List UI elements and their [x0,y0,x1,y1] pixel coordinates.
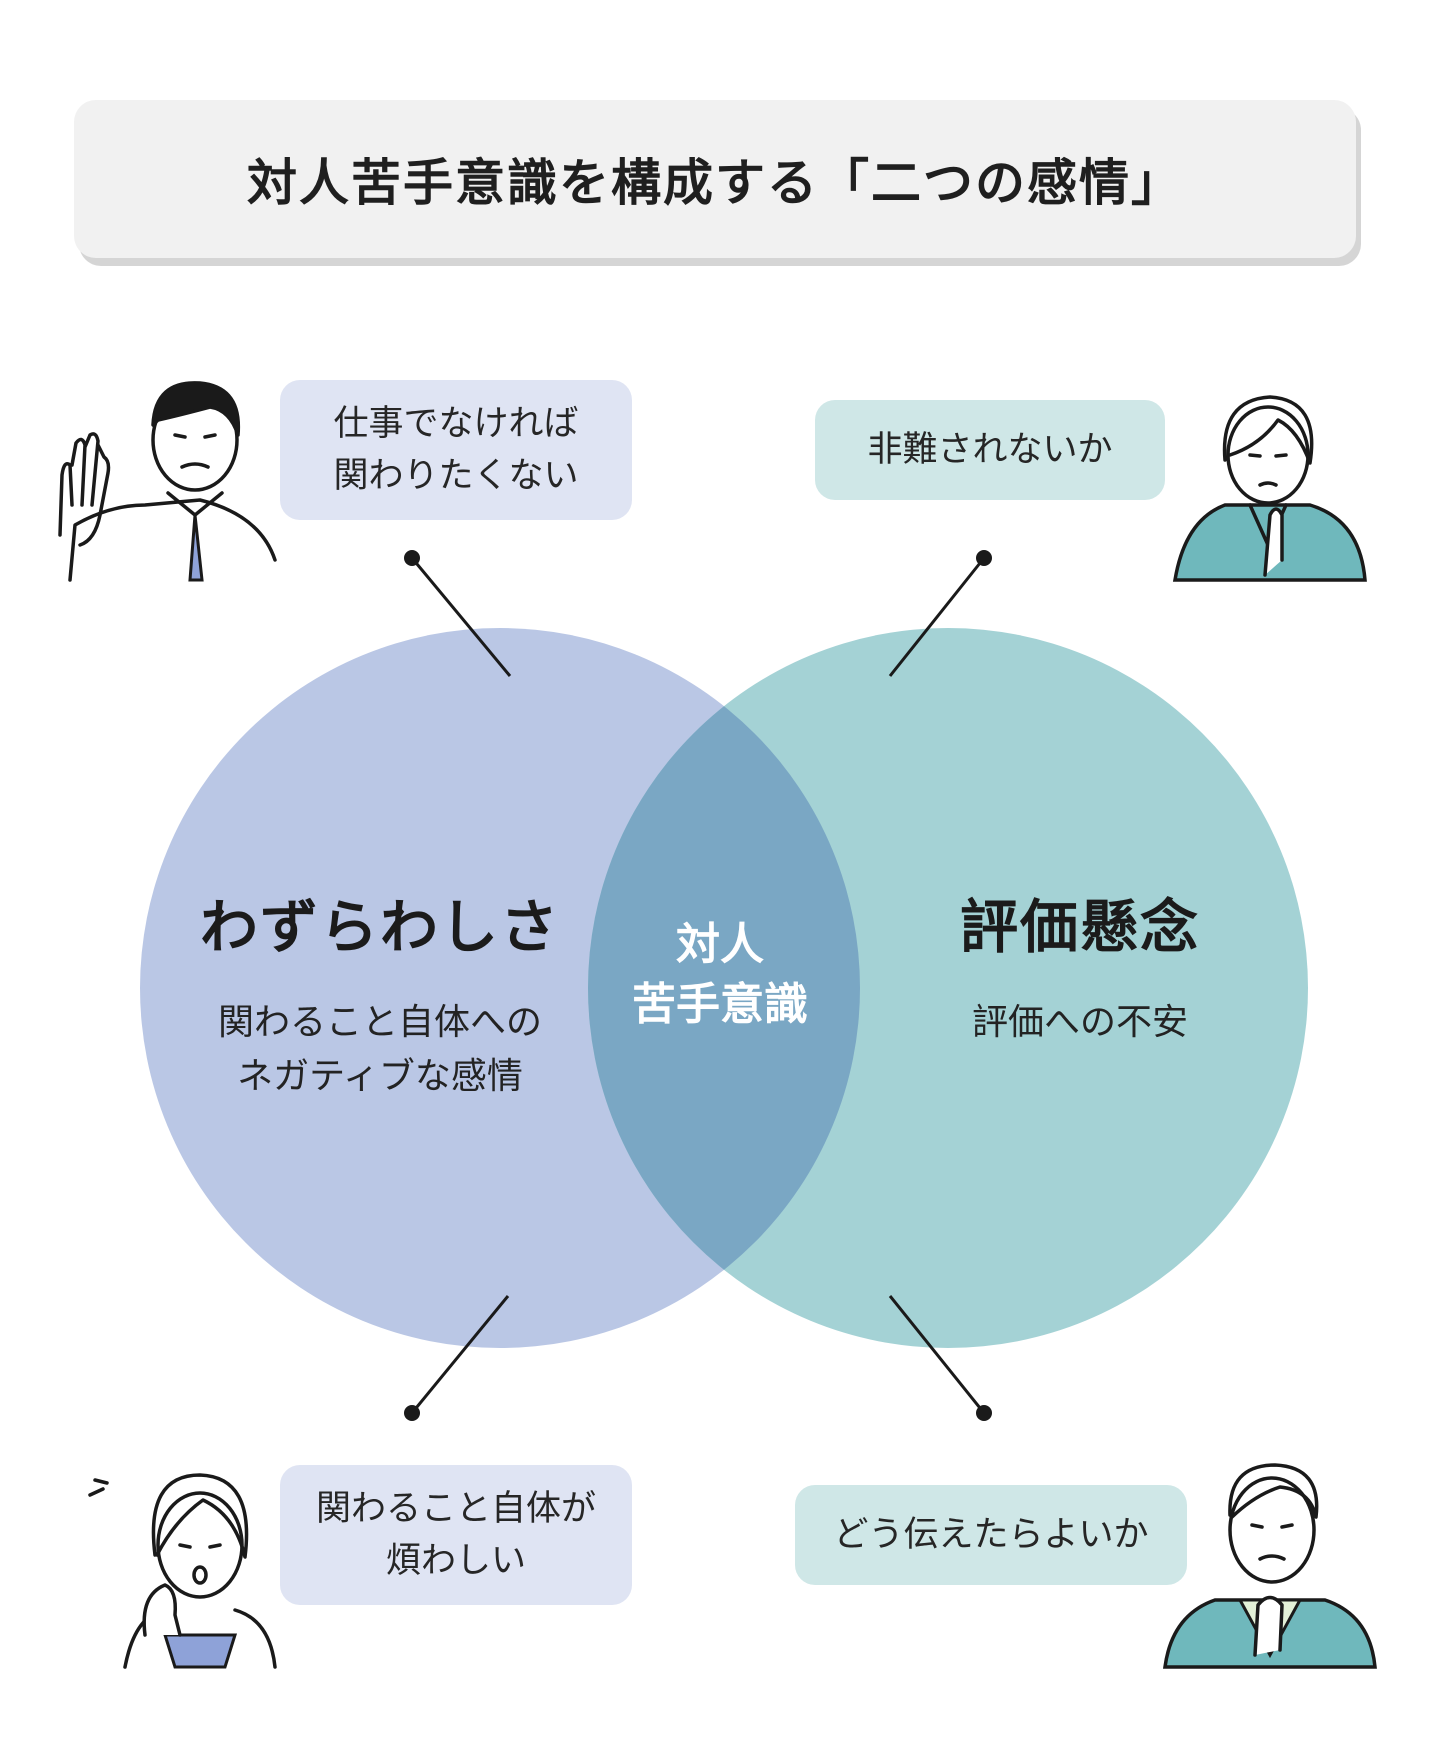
left-circle-subtitle-line: ネガティブな感情 [237,1056,523,1097]
left-circle-label: わずらわしさ 関わること自体への ネガティブな感情 [175,880,585,1104]
bubble-bottom-right: どう伝えたらよいか [795,1485,1187,1585]
page-title: 対人苦手意識を構成する「二つの感情」 [247,154,1183,212]
man-refusing-hand-icon [58,381,277,582]
bubble-bottom-left: 関わること自体が 煩わしい [280,1465,632,1605]
right-circle-label: 評価懸念 評価への不安 [880,880,1280,1050]
bubble-top-left: 仕事でなければ 関わりたくない [280,380,632,520]
left-circle-subtitle-line: 関わること自体への [217,1002,542,1043]
bubble-line: どう伝えたらよいか [833,1515,1149,1555]
connector-top-left [404,550,512,677]
right-circle-title: 評価懸念 [959,893,1200,961]
bubble-line: 関わりたくない [333,456,579,496]
center-label: 対人 苦手意識 [600,915,840,1035]
bubble-line: 仕事でなければ [333,404,579,444]
woman-thinking-icon [1172,395,1367,582]
man-worried-icon [1162,1463,1377,1669]
bubble-top-right: 非難されないか [815,400,1165,500]
center-label-line: 対人 [676,919,764,970]
right-circle-subtitle-line: 評価への不安 [971,1002,1188,1043]
left-circle-title: わずらわしさ [199,893,560,961]
title-banner: 対人苦手意識を構成する「二つの感情」 [74,100,1356,258]
woman-troubled-icon [88,1473,277,1669]
connector-bottom-left [404,1295,510,1421]
connector-top-right [888,550,992,677]
center-label-line: 苦手意識 [632,979,808,1030]
bubble-line: 非難されないか [867,430,1113,470]
overlap-region [588,628,860,1348]
bubble-line: 関わること自体が [315,1489,596,1529]
bubble-line: 煩わしい [385,1541,526,1581]
connector-bottom-right [888,1295,992,1421]
